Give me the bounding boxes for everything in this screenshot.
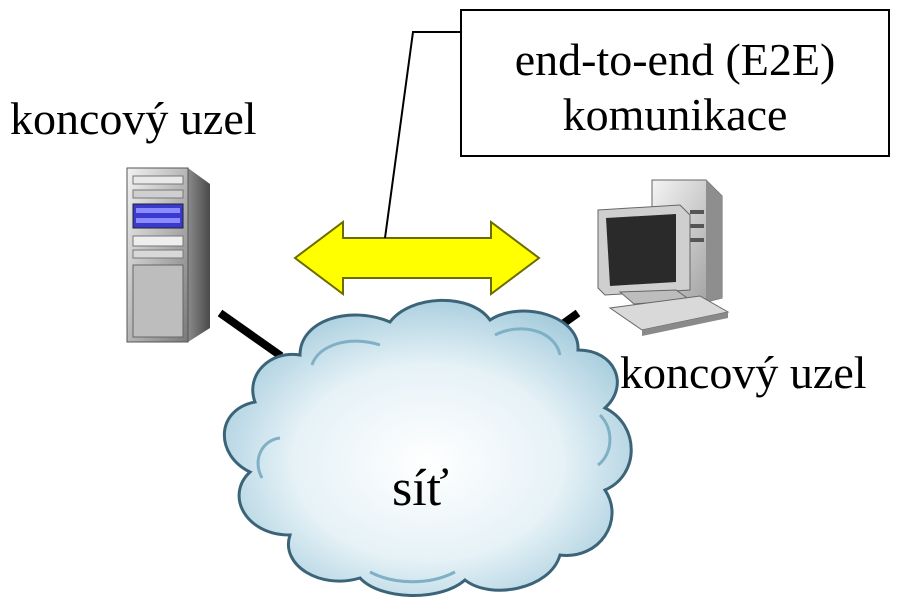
cloud-icon [222, 298, 633, 597]
callout-line-2: komunikace [562, 89, 788, 141]
desktop-computer-icon [597, 179, 730, 336]
e2e-callout-box: end-to-end (E2E) komunikace [460, 9, 890, 157]
callout-leader-line [384, 31, 460, 239]
double-headed-arrow-icon [293, 220, 541, 296]
callout-line-1: end-to-end (E2E) [514, 34, 836, 85]
right-node-label: koncový uzel [620, 347, 867, 398]
left-node-label: koncový uzel [10, 93, 257, 144]
network-label: síť [392, 460, 449, 517]
left-link-line [217, 309, 284, 360]
server-tower-icon [126, 167, 210, 343]
